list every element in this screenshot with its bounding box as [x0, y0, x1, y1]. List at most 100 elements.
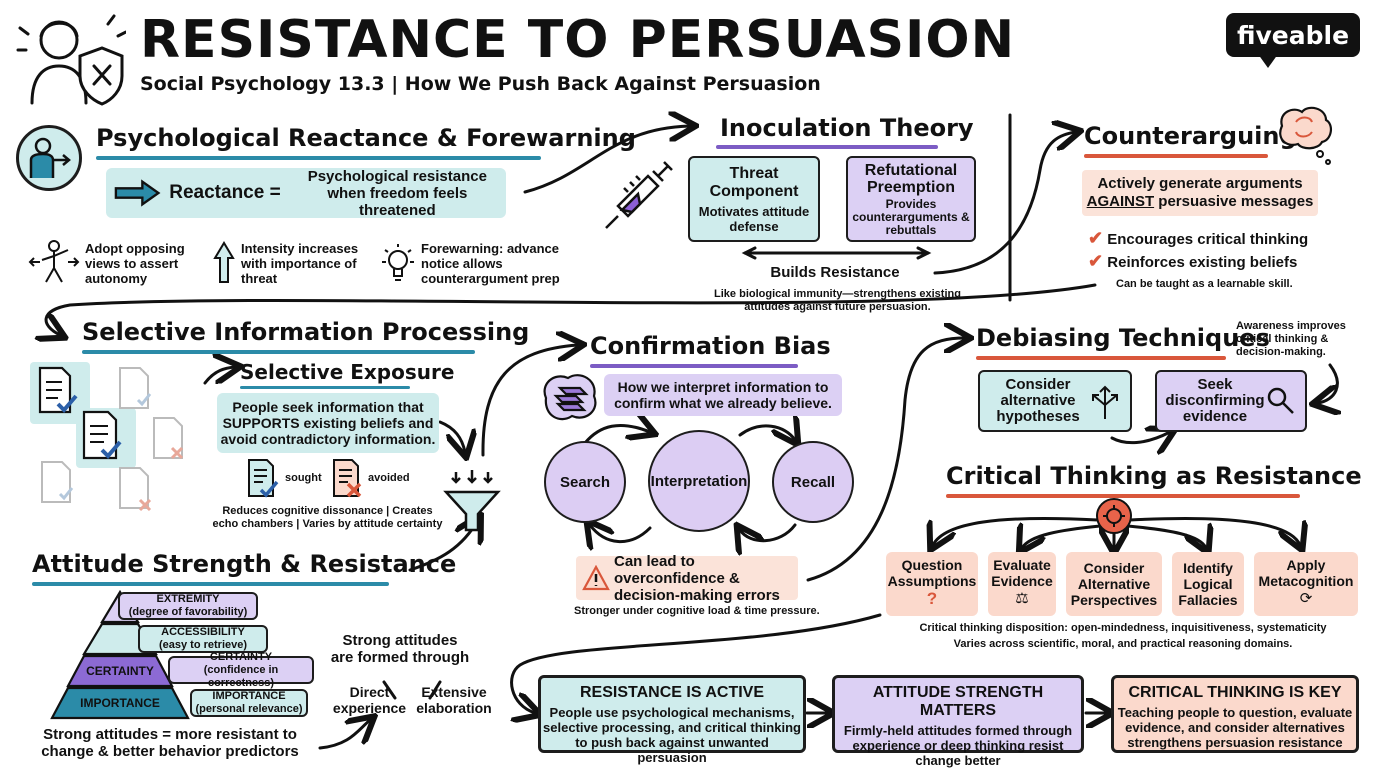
skill-logical-fallacies: Identify Logical Fallacies: [1172, 552, 1244, 616]
selective-heading-underline: [82, 350, 475, 354]
threat-component-box: Threat Component Motivates attitude defe…: [688, 156, 820, 242]
attitude-summary: Strong attitudes = more resistant to cha…: [41, 726, 299, 760]
confirmation-note: Stronger under cognitive load & time pre…: [574, 605, 820, 617]
sought-document-icon: [248, 459, 279, 498]
technique-alternative-hypotheses: Consider alternative hypotheses: [978, 370, 1132, 432]
confirmation-heading-underline: [590, 364, 798, 368]
funnel-icon: [443, 470, 501, 532]
thinking-brain-icon: [1279, 106, 1332, 165]
selective-exposure-underline: [240, 386, 410, 389]
inoculation-heading: Inoculation Theory: [720, 114, 974, 142]
skill-metacognition: Apply Metacognition ⟳: [1254, 552, 1358, 616]
takeaway-resistance-active: RESISTANCE IS ACTIVE People use psycholo…: [538, 675, 806, 765]
scales-icon: ⚖: [1015, 590, 1029, 607]
counter-def-post: persuasive messages: [1158, 193, 1314, 210]
selective-heading: Selective Information Processing: [82, 318, 530, 346]
reactance-heading-underline: [96, 156, 541, 160]
refute-title: Refutational Preemption: [864, 161, 958, 196]
refute-description: Provides counterarguments & rebuttals: [852, 196, 970, 237]
confirmation-warning: Can lead to overconfidence & decision-ma…: [614, 552, 780, 604]
reactance-term: Reactance =: [169, 182, 281, 203]
person-shield-icon: [16, 14, 126, 106]
counter-check-1: ✔ Encourages critical thinking: [1088, 228, 1309, 248]
level-certainty: CERTAINTY(confidence in correctness): [168, 651, 314, 689]
pyramid-band-importance: IMPORTANCE: [80, 696, 160, 710]
up-arrow-icon: [213, 241, 235, 283]
avoided-document-icon: [333, 459, 362, 498]
confirmation-heading: Confirmation Bias: [590, 332, 831, 360]
takeaway-attitude-strength: ATTITUDE STRENGTH MATTERS Firmly-held at…: [832, 675, 1084, 768]
reactance-definition: Psychological resistance when freedom fe…: [307, 167, 487, 219]
reactance-point-1: Adopt opposing views to assert autonomy: [85, 241, 185, 286]
syringe-icon: [605, 161, 673, 229]
inoculation-heading-underline: [716, 145, 938, 149]
counterarguing-heading-underline: [1084, 154, 1268, 158]
confirmation-definition-box: How we interpret information to confirm …: [604, 374, 842, 416]
brain-icon: [543, 374, 597, 421]
attitude-heading-underline: [32, 582, 389, 586]
cycle-search: Search: [544, 441, 626, 523]
cycle-interpretation: Interpretation: [648, 430, 750, 532]
cycle-recall: Recall: [772, 441, 854, 523]
counter-check-2: ✔ Reinforces existing beliefs: [1088, 251, 1298, 271]
diverging-arrows-icon: [1092, 385, 1118, 419]
check-icon: ✔: [1088, 251, 1104, 271]
debiasing-heading-underline: [976, 356, 1226, 360]
documents-icon: [30, 362, 184, 512]
skill-question-assumptions: Question Assumptions ?: [886, 552, 978, 616]
reactance-avatar-icon: [16, 125, 82, 191]
warning-icon: [582, 565, 610, 591]
formed-direct-experience: Direct experience: [332, 684, 407, 716]
skill-evaluate-evidence: Evaluate Evidence ⚖: [988, 552, 1056, 616]
confirmation-warning-box: Can lead to overconfidence & decision-ma…: [576, 553, 798, 604]
sought-label: sought: [285, 472, 322, 484]
level-accessibility: ACCESSIBILITY(easy to retrieve): [138, 625, 268, 653]
debiasing-heading: Debiasing Techniques: [976, 324, 1270, 352]
brand-logo-tail: [1258, 54, 1278, 68]
threat-description: Motivates attitude defense: [698, 203, 810, 234]
counter-note: Can be taught as a learnable skill.: [1116, 278, 1293, 290]
counterarguing-definition-box: Actively generate arguments AGAINST pers…: [1082, 170, 1318, 216]
question-mark-icon: ?: [926, 589, 938, 608]
takeaway-critical-thinking: CRITICAL THINKING IS KEY Teaching people…: [1111, 675, 1359, 753]
critical-note-2: Varies across scientific, moral, and pra…: [953, 638, 1293, 650]
reactance-heading: Psychological Reactance & Forewarning: [96, 124, 636, 152]
reactance-point-2: Intensity increases with importance of t…: [241, 241, 359, 286]
technique-disconfirming-evidence: Seek disconfirming evidence: [1155, 370, 1307, 432]
formed-extensive-elaboration: Extensive elaboration: [416, 684, 492, 716]
avoided-label: avoided: [368, 472, 410, 484]
page-subtitle: Social Psychology 13.3 | How We Push Bac…: [140, 73, 821, 95]
check-icon: ✔: [1088, 228, 1104, 248]
reactance-definition-box: Reactance = Psychological resistance whe…: [106, 167, 506, 219]
counter-def-key: AGAINST: [1086, 193, 1155, 210]
reactance-point-3: Forewarning: advance notice allows count…: [421, 241, 560, 286]
confirmation-definition: How we interpret information to confirm …: [614, 379, 832, 411]
critical-heading-underline: [946, 494, 1300, 498]
page-title: RESISTANCE TO PERSUASION: [140, 10, 1016, 70]
selective-note: Reduces cognitive dissonance | Creates e…: [212, 505, 443, 530]
threat-title: Threat Component: [709, 164, 799, 200]
inoculation-note: Like biological immunity—strengthens exi…: [714, 288, 961, 313]
selective-exposure-heading: Selective Exposure: [240, 360, 455, 384]
formed-through-title: Strong attitudes are formed through: [330, 632, 470, 666]
debiasing-aside: Awareness improves critical thinking & d…: [1236, 320, 1346, 358]
selective-exposure-definition: People seek information that SUPPORTS ex…: [220, 399, 436, 447]
head-gear-icon: [1096, 498, 1132, 534]
critical-heading: Critical Thinking as Resistance: [946, 462, 1362, 490]
arrow-right-icon: [114, 179, 161, 207]
skill-alternative-perspectives: Consider Alternative Perspectives: [1066, 552, 1162, 616]
refutational-preemption-box: Refutational Preemption Provides counter…: [846, 156, 976, 242]
cycle-arrows-icon: ⟳: [1299, 590, 1313, 607]
selective-exposure-box: People seek information that SUPPORTS ex…: [217, 393, 439, 453]
lightbulb-icon: [382, 244, 414, 281]
magnifier-icon: [1267, 387, 1294, 414]
pyramid-band-certainty: CERTAINTY: [86, 664, 154, 678]
counter-def-pre: Actively generate arguments: [1097, 175, 1303, 192]
attitude-heading: Attitude Strength & Resistance: [32, 550, 457, 578]
level-extremity: EXTREMITY(degree of favorability): [118, 592, 258, 620]
brand-logo[interactable]: fiveable: [1226, 13, 1360, 57]
level-importance: IMPORTANCE(personal relevance): [190, 689, 308, 717]
assert-autonomy-icon: [28, 240, 80, 283]
critical-note-1: Critical thinking disposition: open-mind…: [919, 622, 1327, 634]
